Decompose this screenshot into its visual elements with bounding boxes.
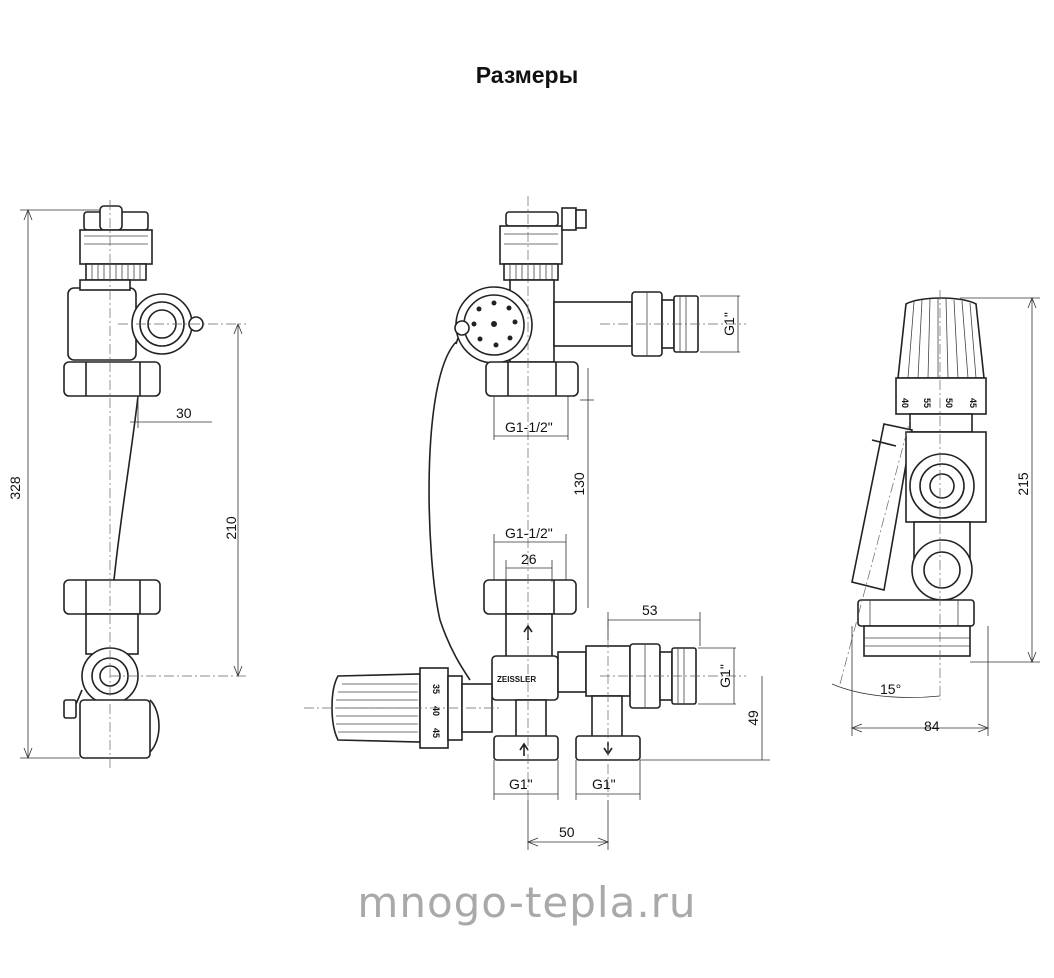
dim-26: 26	[521, 551, 537, 567]
scale-left-45: 45	[431, 728, 441, 738]
dim-53: 53	[642, 602, 658, 618]
front-view: ZEISSLER 35 40 45	[304, 196, 770, 850]
dim-g1-top-right: G1"	[721, 312, 737, 336]
dim-130: 130	[571, 472, 587, 496]
side-view: 328 30 210	[7, 200, 246, 770]
page-title: Размеры	[475, 62, 579, 88]
dim-angle-15: 15°	[880, 681, 901, 697]
scale-right-55: 55	[922, 398, 932, 408]
scale-right-45: 45	[968, 398, 978, 408]
dim-210: 210	[223, 516, 239, 540]
dim-g1-bottom-left: G1"	[509, 776, 533, 792]
dim-g1-half-mid: G1-1/2"	[505, 525, 553, 541]
scale-left-40: 40	[431, 706, 441, 716]
scale-right-40: 40	[900, 398, 910, 408]
dim-49: 49	[745, 710, 761, 726]
scale-left-35: 35	[431, 684, 441, 694]
brand-label: ZEISSLER	[497, 675, 536, 684]
dim-g1-bottom-right: G1"	[592, 776, 616, 792]
dim-30: 30	[176, 405, 192, 421]
dim-328: 328	[7, 476, 23, 500]
dim-g1-mid-right: G1"	[717, 664, 733, 688]
dim-50: 50	[559, 824, 575, 840]
dim-215: 215	[1015, 472, 1031, 496]
scale-right-50: 50	[944, 398, 954, 408]
right-view: 40 55 50 45 215 15°	[831, 290, 1040, 736]
dim-g1-half-top: G1-1/2"	[505, 419, 553, 435]
dim-84: 84	[924, 718, 940, 734]
watermark: mnogo-tepla.ru	[357, 878, 697, 927]
